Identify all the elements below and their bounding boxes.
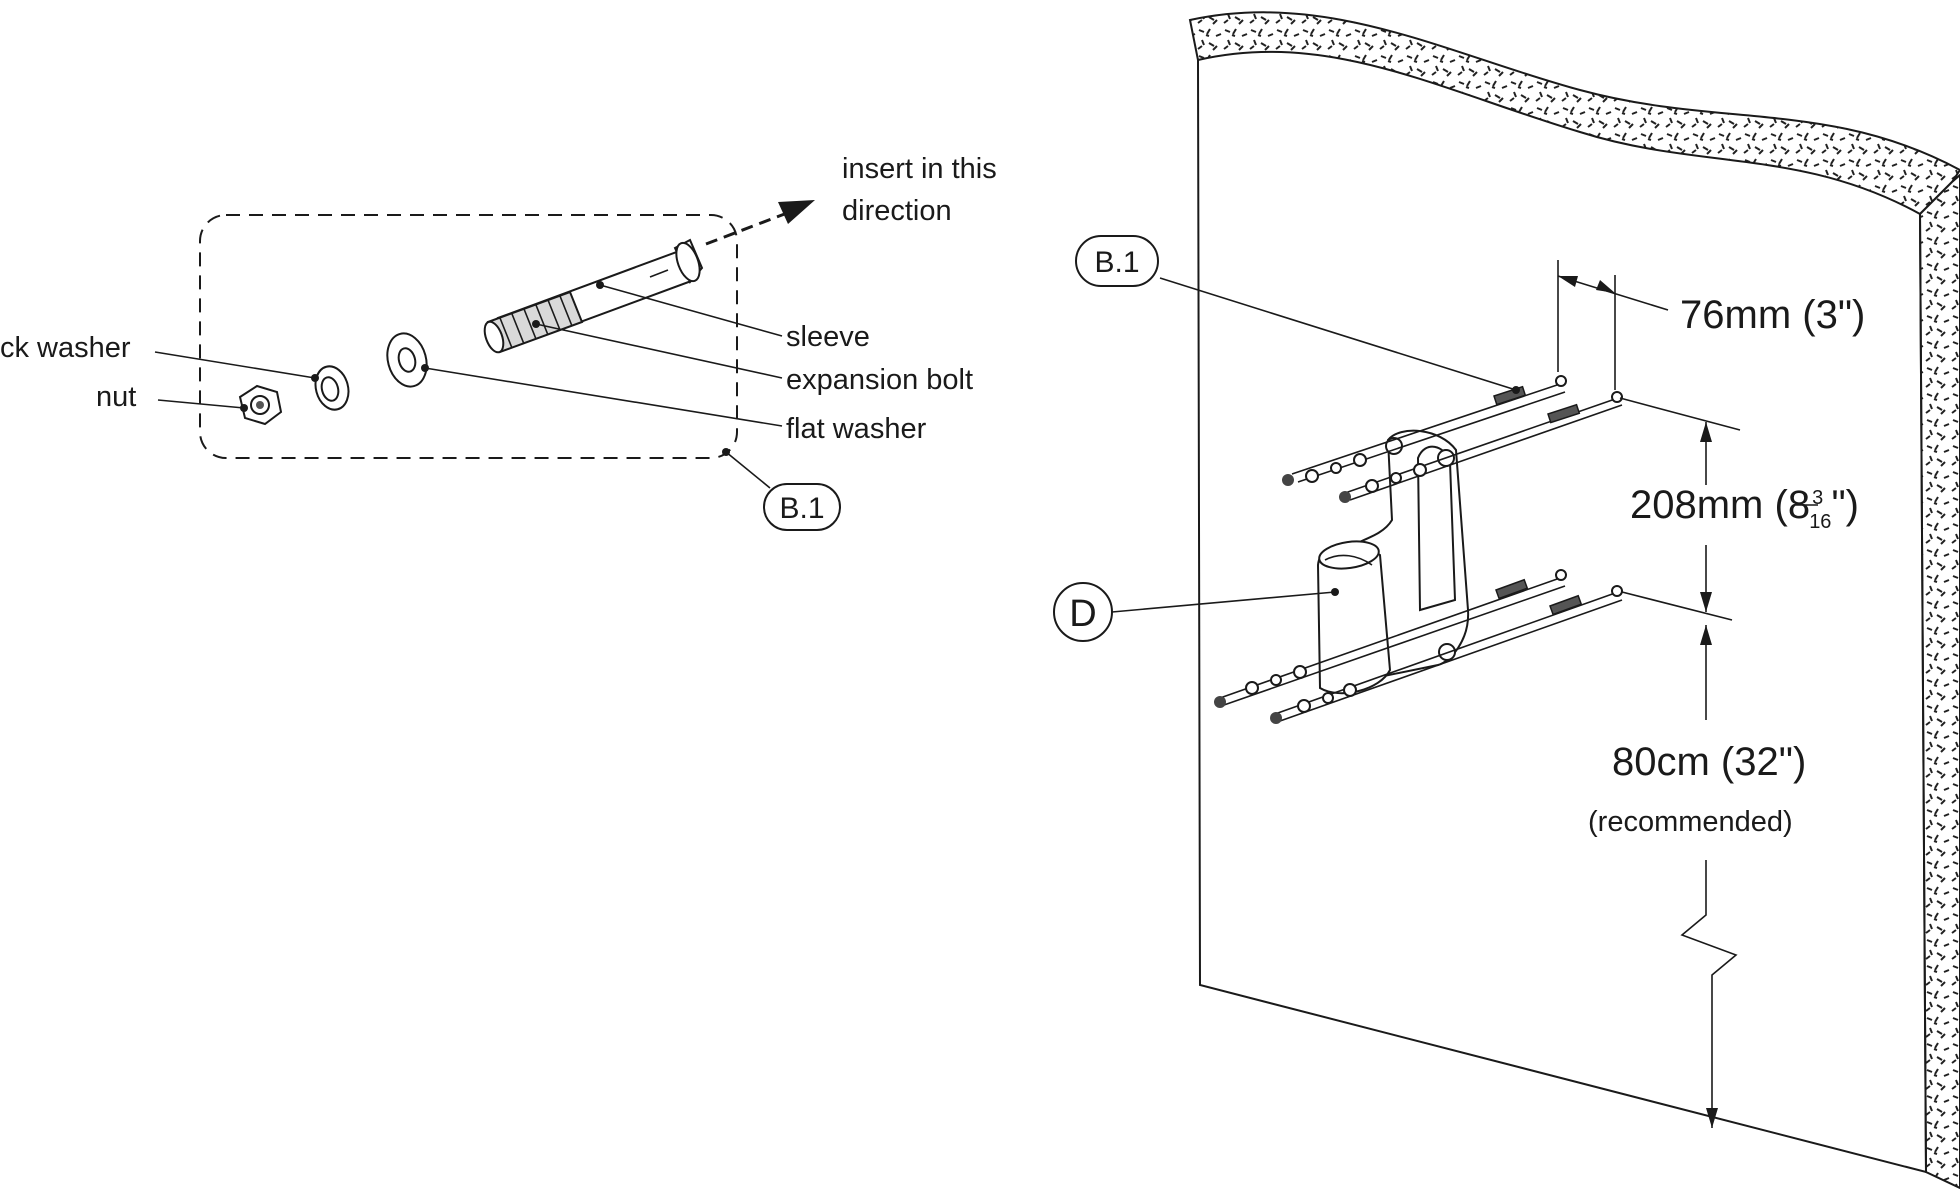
label-nut: nut [96, 381, 136, 413]
wall-top-edge [1188, 11, 1960, 216]
svg-text:B.1: B.1 [779, 492, 824, 525]
direction-label-line2: direction [842, 195, 952, 227]
anchor-set-3 [1214, 577, 1566, 708]
dim-height-note: (recommended) [1588, 806, 1793, 838]
callout-b1-detail: B.1 [763, 483, 841, 531]
hole-marker-1 [1555, 375, 1567, 387]
anchor-set-4 [1270, 591, 1623, 724]
label-lock-washer: ck washer [0, 332, 131, 364]
anchor-detail: insert in this direction [0, 153, 997, 531]
dim-height-80cm: 80cm (32") [1612, 740, 1806, 784]
detail-leaders [154, 281, 783, 489]
hole-marker-4 [1611, 585, 1623, 597]
leader-d [1111, 591, 1336, 613]
expansion-bolt-part [483, 238, 704, 354]
leader-d-dot [1331, 588, 1339, 596]
holder-part [1316, 429, 1470, 695]
callout-b1-assembly: B.1 [1075, 235, 1159, 287]
svg-text:D: D [1069, 593, 1096, 635]
dimension-lines [1557, 260, 1741, 1128]
hex-nut-part [238, 384, 283, 426]
hole-marker-3 [1555, 569, 1567, 581]
lock-washer-part [314, 365, 350, 411]
leader-b1-dot [1512, 386, 1520, 394]
label-expansion-bolt: expansion bolt [786, 364, 973, 396]
svg-text:B.1: B.1 [1094, 246, 1139, 279]
direction-label-line1: insert in this [842, 153, 997, 185]
label-sleeve: sleeve [786, 321, 870, 353]
anchor-set-2 [1339, 397, 1623, 503]
callout-d: D [1053, 582, 1113, 642]
direction-arrow [705, 200, 815, 246]
leader-b1-assembly [1159, 277, 1517, 391]
hole-marker-2 [1611, 391, 1623, 403]
detail-group-box [199, 214, 738, 459]
wall-face [1197, 59, 1928, 1174]
label-flat-washer: flat washer [786, 413, 927, 445]
dim-horizontal-76mm: 76mm (3") [1680, 293, 1865, 337]
flat-washer-part [386, 332, 428, 388]
